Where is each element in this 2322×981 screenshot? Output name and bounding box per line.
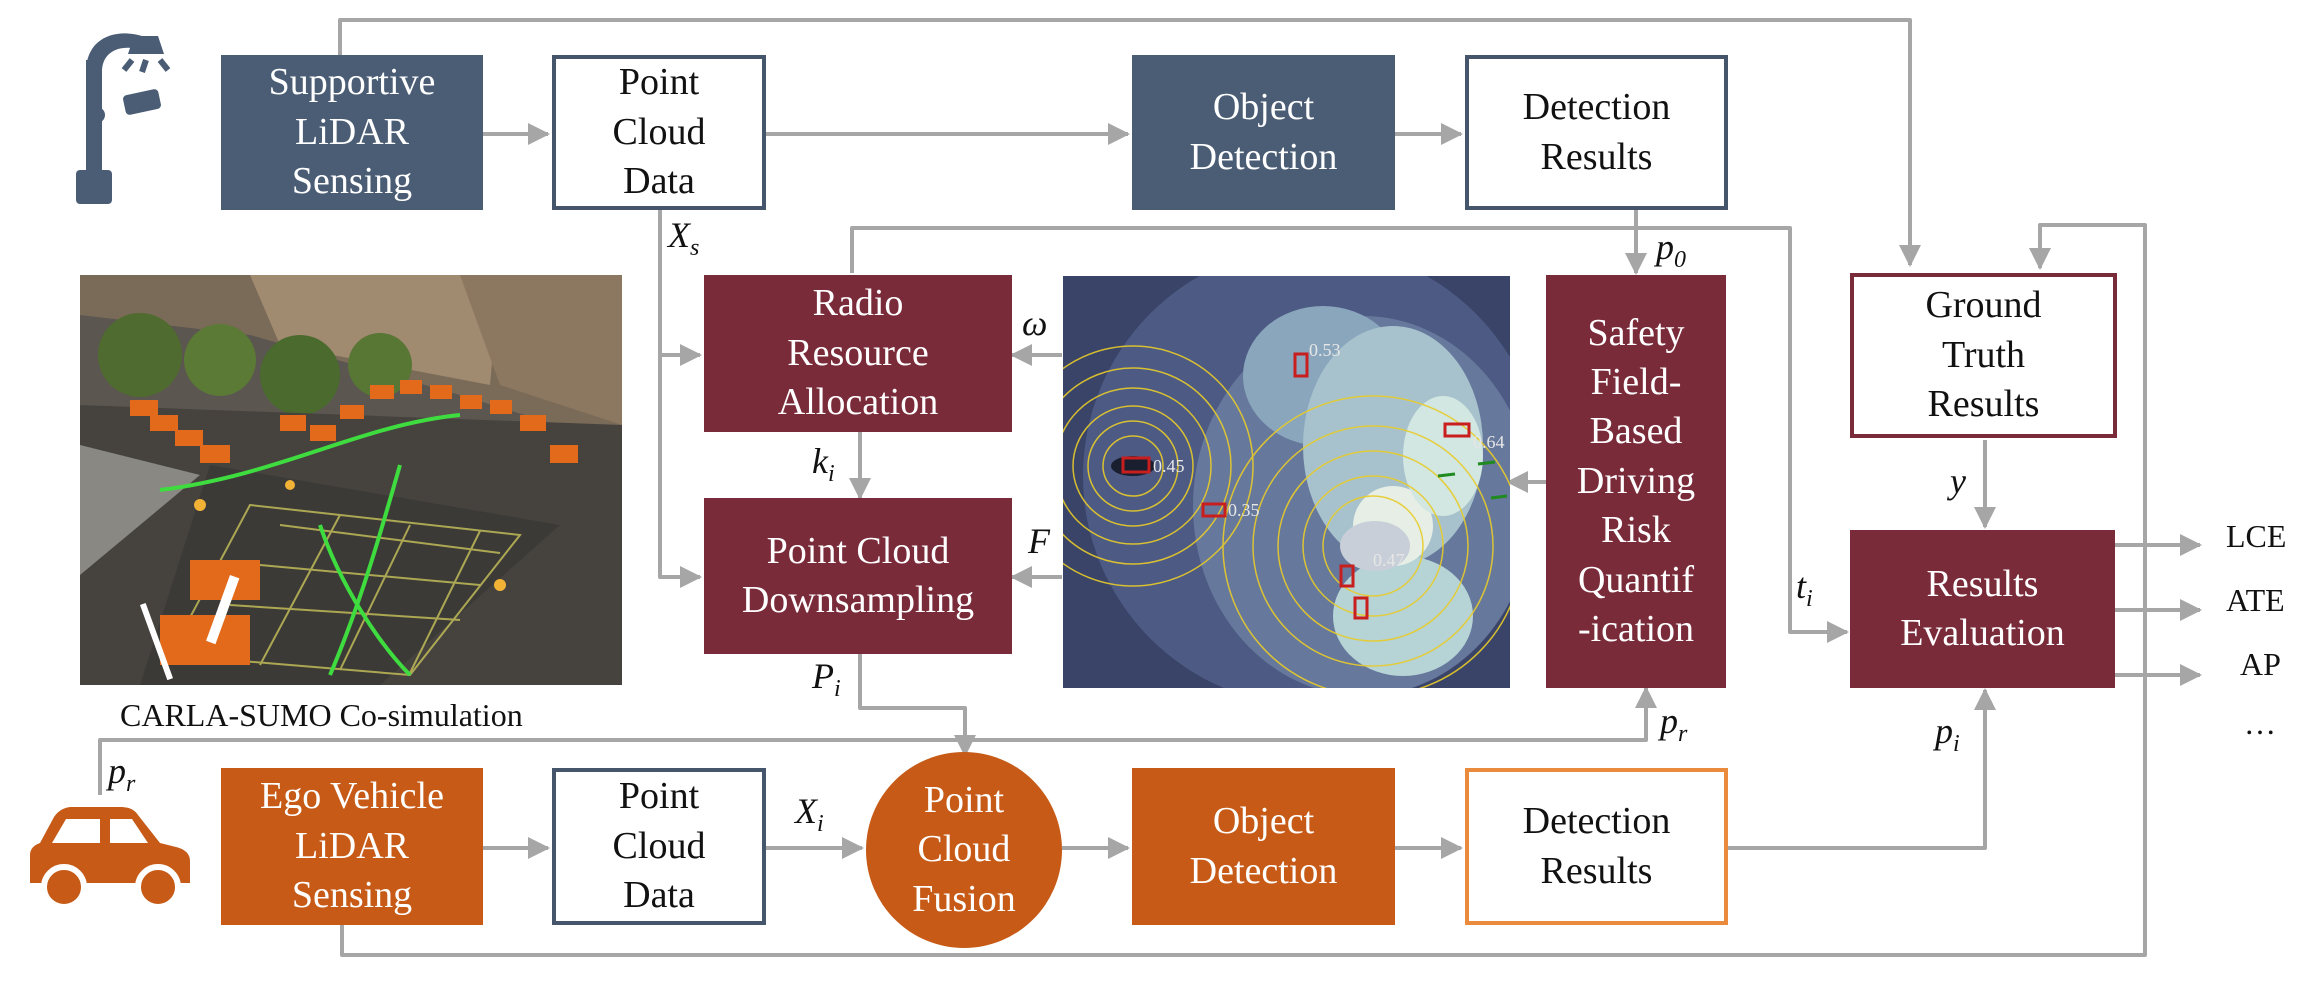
label-f: F — [1028, 521, 1050, 561]
driving-risk-map-image: 0.53 0.45 0.35 0.64 0.47 — [1063, 276, 1510, 688]
ego-vehicle-lidar-sensing-box: Ego Vehicle LiDAR Sensing — [221, 768, 483, 925]
svg-text:0.64: 0.64 — [1473, 432, 1505, 452]
top-point-cloud-data-box: Point Cloud Data — [552, 55, 766, 210]
label-pr-right: pr — [1660, 701, 1688, 748]
simulation-caption: CARLA-SUMO Co-simulation — [120, 697, 523, 733]
label-ki: ki — [812, 441, 835, 488]
safety-field-risk-quantification-box: Safety Field- Based Driving Risk Quantif… — [1546, 275, 1726, 688]
label-pi-low: pi — [1935, 711, 1960, 758]
label-xs: Xs — [668, 215, 700, 262]
bottom-detection-results-box: Detection Results — [1465, 768, 1728, 925]
svg-text:0.53: 0.53 — [1309, 340, 1341, 360]
car-icon — [30, 807, 190, 910]
svg-text:0.35: 0.35 — [1228, 500, 1260, 520]
radio-resource-allocation-box: Radio Resource Allocation — [704, 275, 1012, 432]
ground-truth-results-box: Ground Truth Results — [1850, 273, 2117, 438]
point-cloud-downsampling-box: Point Cloud Downsampling — [704, 498, 1012, 654]
svg-text:0.47: 0.47 — [1373, 550, 1405, 570]
label-y: y — [1950, 461, 1966, 501]
results-evaluation-box: Results Evaluation — [1850, 530, 2115, 688]
label-pi-cap: Pi — [812, 656, 841, 703]
label-omega: ω — [1022, 303, 1048, 343]
point-cloud-fusion-node: Point Cloud Fusion — [866, 752, 1062, 948]
street-lamp-icon — [76, 33, 171, 204]
output-lce: LCE — [2226, 518, 2287, 554]
label-ti: ti — [1796, 566, 1813, 613]
output-ap: AP — [2240, 646, 2281, 682]
label-xi: Xi — [795, 791, 824, 838]
top-detection-results-box: Detection Results — [1465, 55, 1728, 210]
output-ate: ATE — [2226, 582, 2285, 618]
label-pr-left: pr — [108, 751, 136, 798]
svg-text:0.45: 0.45 — [1153, 456, 1185, 476]
bottom-object-detection-box: Object Detection — [1132, 768, 1395, 925]
label-p0: p0 — [1656, 227, 1686, 274]
bottom-point-cloud-data-box: Point Cloud Data — [552, 768, 766, 925]
supportive-lidar-sensing-box: Supportive LiDAR Sensing — [221, 55, 483, 210]
output-ellipsis: … — [2244, 705, 2276, 741]
top-object-detection-box: Object Detection — [1132, 55, 1395, 210]
carla-sumo-simulation-image — [80, 275, 622, 685]
